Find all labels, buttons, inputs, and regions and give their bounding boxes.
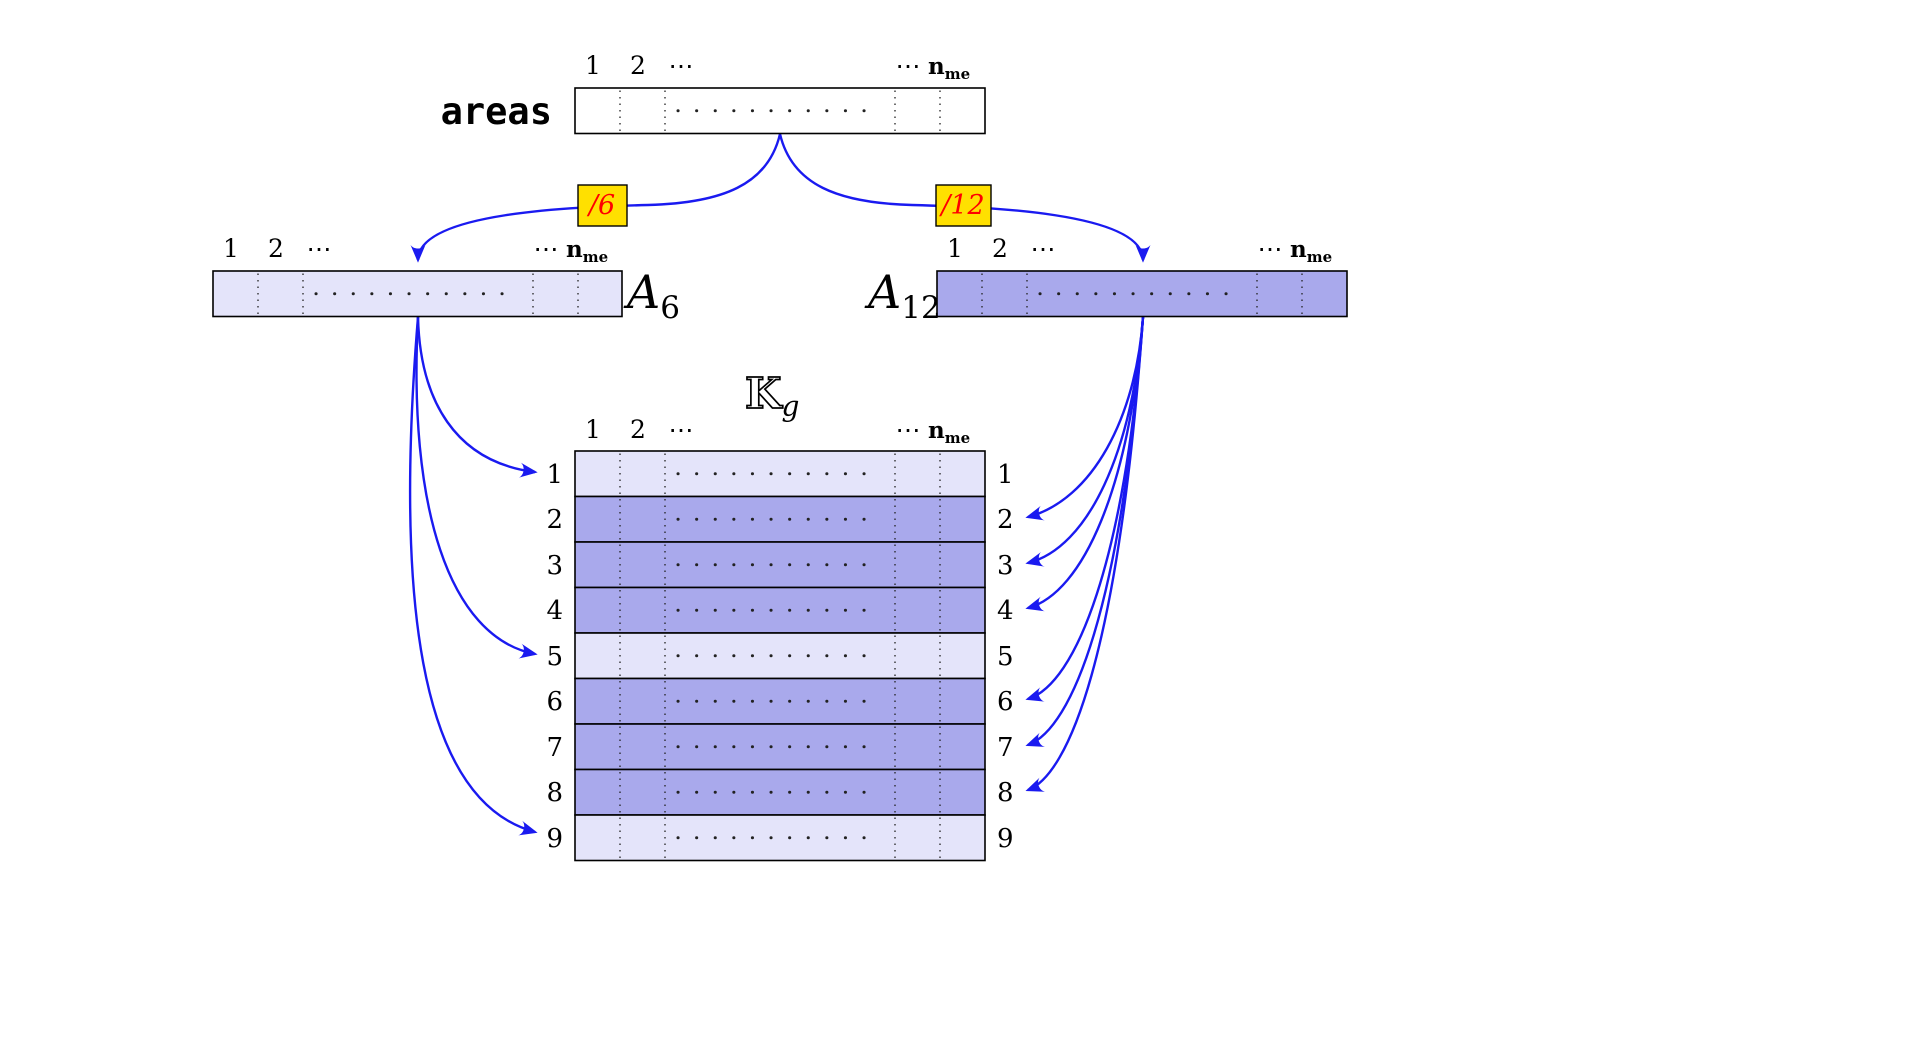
arrow-a12-to-row-4	[1025, 316, 1145, 612]
a6-index-1: 1	[223, 234, 239, 263]
row-label-right-8: 8	[997, 778, 1014, 808]
kg-index-2: 2	[630, 415, 646, 444]
kg-index-dots-right: ⋯	[896, 415, 921, 444]
divisor-6-box	[577, 184, 628, 227]
areas-indices: 1 2 ⋯ ⋯ nme	[585, 51, 970, 83]
a6-indices: 1 2 ⋯ ⋯ nme	[223, 234, 608, 266]
a6-index-n: nme	[566, 236, 608, 266]
arrow-a6-to-row-5	[415, 316, 538, 659]
row-label-left-8: 8	[546, 778, 563, 808]
matrix-row-4	[574, 586, 986, 634]
areas-index-dots-left: ⋯	[669, 51, 694, 80]
a12-index-dots-right: ⋯	[1258, 234, 1283, 263]
a12-index-n: nme	[1290, 236, 1332, 266]
a6-array-box	[212, 270, 623, 318]
kg-matrix-indices: 1 2 ⋯ ⋯ nme	[585, 415, 970, 447]
a12-index-dots-left: ⋯	[1031, 234, 1056, 263]
matrix-row-5	[574, 632, 986, 680]
areas-array-group: areas 1 2 ⋯ ⋯ nme	[441, 51, 986, 135]
matrix-row-6	[574, 677, 986, 725]
kg-index-1: 1	[585, 415, 601, 444]
matrix-row-9	[574, 814, 986, 862]
row-label-right-1: 1	[997, 460, 1014, 490]
matrix-row-8	[574, 768, 986, 816]
row-label-right-3: 3	[997, 551, 1014, 581]
areas-label: areas	[441, 90, 552, 133]
a12-array-box	[936, 270, 1348, 318]
arrow-a12-to-row-8	[1025, 316, 1145, 792]
row-label-left-9: 9	[546, 824, 563, 854]
row-label-right-7: 7	[997, 733, 1014, 763]
row-label-left-7: 7	[546, 733, 563, 763]
row-labels-left: 1 2 3 4 5 6 7 8 9	[546, 460, 563, 854]
areas-index-1: 1	[585, 51, 601, 80]
arrow-layer	[408, 133, 1151, 836]
row-label-right-5: 5	[997, 642, 1014, 672]
areas-index-n: nme	[928, 53, 970, 83]
kg-matrix-rows	[574, 450, 986, 862]
matrix-row-3	[574, 541, 986, 589]
divisor-12-box	[935, 184, 992, 227]
kg-matrix-group: Kg 1 2 ⋯ ⋯ nme	[546, 368, 1014, 862]
a12-indices: 1 2 ⋯ ⋯ nme	[947, 234, 1332, 266]
a12-array-group: A12 1 2 ⋯ ⋯ nme	[864, 234, 1348, 326]
matrix-row-1	[574, 450, 986, 498]
divisor-12-label: /12	[938, 190, 984, 221]
arrow-a6-to-row-1	[416, 316, 538, 478]
a12-index-1: 1	[947, 234, 963, 263]
matrix-row-7	[574, 723, 986, 771]
divisor-6-group: /6	[577, 184, 628, 227]
kg-index-dots-left: ⋯	[669, 415, 694, 444]
arrow-a12-to-row-7	[1025, 316, 1145, 747]
row-label-left-5: 5	[546, 642, 563, 672]
arrow-areas-to-a12	[778, 133, 1151, 263]
a12-index-2: 2	[992, 234, 1008, 263]
row-label-right-9: 9	[997, 824, 1014, 854]
row-label-left-1: 1	[546, 460, 563, 490]
a6-index-2: 2	[268, 234, 284, 263]
divisor-6-label: /6	[586, 190, 615, 221]
a12-label: A12	[864, 265, 941, 326]
row-label-right-2: 2	[997, 505, 1014, 535]
areas-index-dots-right: ⋯	[896, 51, 921, 80]
kg-matrix-title: Kg	[745, 369, 799, 423]
row-label-left-2: 2	[546, 505, 563, 535]
row-label-left-4: 4	[546, 596, 563, 626]
kg-index-n: nme	[928, 417, 970, 447]
a6-array-group: A6 1 2 ⋯ ⋯ nme	[212, 234, 680, 326]
arrow-areas-to-a6	[410, 133, 782, 263]
arrow-a12-to-row-6	[1025, 316, 1145, 702]
arrow-a6-to-row-9	[408, 316, 538, 836]
divisor-12-group: /12	[935, 184, 992, 227]
row-label-right-6: 6	[997, 687, 1014, 717]
row-label-left-3: 3	[546, 551, 563, 581]
row-label-right-4: 4	[997, 596, 1014, 626]
matrix-row-2	[574, 495, 986, 543]
areas-array-box	[574, 87, 986, 135]
row-labels-right: 1 2 3 4 5 6 7 8 9	[997, 460, 1014, 854]
a6-label: A6	[623, 265, 680, 326]
row-label-left-6: 6	[546, 687, 563, 717]
a6-index-dots-right: ⋯	[534, 234, 559, 263]
a6-index-dots-left: ⋯	[307, 234, 332, 263]
areas-index-2: 2	[630, 51, 646, 80]
